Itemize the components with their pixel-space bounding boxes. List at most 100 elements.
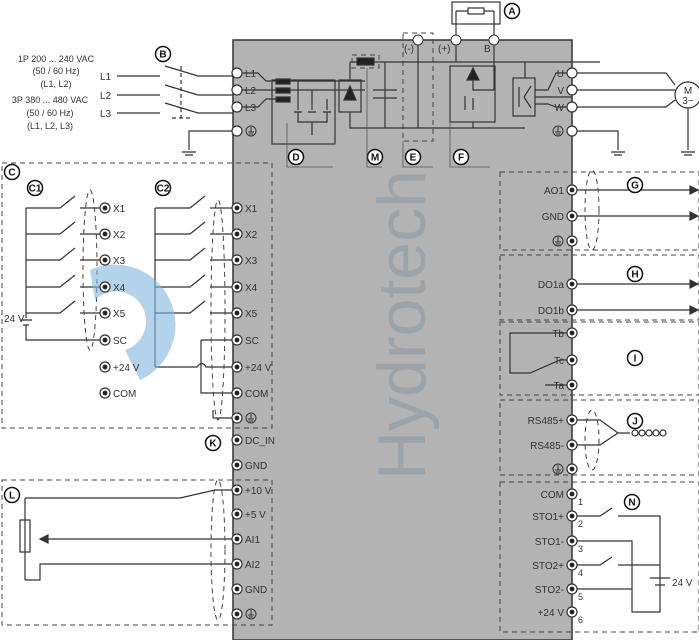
l-terminal-pe[interactable] [231, 608, 257, 620]
callout-badge-i: I [626, 349, 644, 367]
callout-badge-f: F [452, 148, 470, 166]
j-terminal-pe[interactable] [552, 463, 578, 475]
n-terminal-24v[interactable]: +24 V [538, 606, 578, 619]
svg-text:(L1, L2): (L1, L2) [40, 79, 71, 89]
g-terminal-pe[interactable] [552, 235, 578, 247]
c1-terminal-x2[interactable]: X2 [99, 228, 126, 241]
c2-terminal-pe[interactable] [231, 412, 257, 424]
j-terminal-rs485[interactable]: RS485+ [528, 414, 578, 427]
drive-body [232, 39, 573, 640]
motor-out-terminal-pe[interactable] [552, 125, 578, 137]
ground-icon [552, 463, 564, 475]
c1-terminal-24v[interactable]: +24 V [99, 361, 140, 374]
c2-terminal-sc[interactable]: SC [231, 334, 259, 347]
svg-text:E: E [410, 153, 417, 164]
c2-terminal-x3[interactable]: X3 [231, 254, 258, 267]
power-in-terminal-l1[interactable]: L1 [231, 67, 257, 80]
c2-terminal-24v[interactable]: +24 V [231, 361, 272, 374]
motor-out-terminal-w[interactable]: W [555, 101, 578, 114]
n-supply-label: 24 V [672, 578, 693, 589]
callout-leader [286, 123, 333, 168]
i-terminal-ta[interactable]: Ta [553, 379, 578, 392]
c2-terminal-x2[interactable]: X2 [231, 228, 258, 241]
c1-terminal-sc[interactable]: SC [99, 334, 127, 347]
k-terminal-gnd[interactable]: GND [231, 459, 267, 472]
callout-badge-k: K [204, 434, 222, 452]
terminal-label: U [557, 69, 564, 80]
l-terminal-5v[interactable]: +5 V [231, 508, 266, 521]
terminal-label: Ta [553, 381, 564, 392]
group-h-digital-outputs [499, 254, 699, 321]
terminal-label: AI2 [245, 560, 260, 571]
n-terminal-sto2[interactable]: STO2+ [532, 559, 578, 572]
power-in-terminal-l3[interactable]: L3 [231, 101, 257, 114]
dc-plus-terminal[interactable] [450, 34, 462, 46]
c1-supply-label: 24 V [4, 314, 25, 325]
l-terminal-ai1[interactable]: AI1 [231, 533, 260, 546]
callout-badge-j: J [626, 412, 644, 430]
terminal-label: W [555, 103, 565, 114]
terminal-label: COM [245, 389, 268, 400]
callout-leader [366, 68, 382, 168]
c1-terminal-x4[interactable]: X4 [99, 281, 126, 294]
terminal-label: COM [541, 490, 564, 501]
terminal-label: X5 [113, 309, 126, 320]
terminal-label: COM [113, 389, 136, 400]
i-terminal-tc[interactable]: Tc [554, 354, 578, 367]
terminal-label: AO1 [544, 186, 564, 197]
motor-out-terminal-v[interactable]: V [557, 84, 578, 97]
svg-text:1P 200 ... 240 VAC: 1P 200 ... 240 VAC [18, 54, 95, 64]
terminal-label: SC [113, 336, 127, 347]
g-terminal-ao1[interactable]: AO1 [544, 184, 578, 197]
n-terminal-sto1[interactable]: STO1+ [532, 510, 578, 523]
c2-terminal-x5[interactable]: X5 [231, 307, 258, 320]
c2-terminal-x1[interactable]: X1 [231, 202, 258, 215]
group-g-analog-output [499, 171, 699, 251]
dc-minus-terminal[interactable] [412, 34, 424, 46]
power-in-terminal-l2[interactable]: L2 [231, 84, 257, 97]
terminal-label: +24 V [113, 363, 140, 374]
c2-terminal-com[interactable]: COM [231, 387, 268, 400]
n-terminal-sto1[interactable]: STO1- [535, 535, 578, 548]
motor-phase: 3~ [682, 96, 694, 107]
motor-label: M [684, 86, 692, 97]
callout-badge-e: E [404, 148, 422, 166]
svg-text:C2: C2 [157, 184, 170, 195]
brake-terminal[interactable] [488, 34, 500, 46]
l-terminal-gnd[interactable]: GND [231, 583, 267, 596]
power-in-terminal-pe[interactable] [231, 125, 257, 137]
terminal-label: +10 V [245, 486, 272, 497]
c1-terminal-x3[interactable]: X3 [99, 254, 126, 267]
dc-plus-label: (+) [438, 44, 451, 55]
watermark: Hydrotech [90, 170, 440, 480]
i-terminal-tb[interactable]: Tb [552, 327, 578, 340]
l-terminal-10v[interactable]: +10 V [231, 484, 272, 497]
svg-text:A: A [508, 7, 515, 18]
callout-badge-h: H [626, 265, 644, 283]
ground-icon [245, 125, 257, 137]
callout-leader [402, 141, 433, 168]
n-terminal-sto2[interactable]: STO2- [535, 583, 578, 596]
callout-badge-c2: C2 [154, 179, 172, 197]
c1-terminal-x1[interactable]: X1 [99, 202, 126, 215]
svg-text:L2: L2 [100, 91, 112, 102]
svg-text:C: C [8, 168, 15, 179]
c1-terminal-com[interactable]: COM [99, 387, 136, 400]
motor-out-terminal-u[interactable]: U [557, 67, 578, 80]
terminal-label: AI1 [245, 535, 260, 546]
j-terminal-rs485[interactable]: RS485- [530, 439, 578, 452]
g-terminal-gnd[interactable]: GND [542, 210, 578, 223]
c1-terminal-x5[interactable]: X5 [99, 307, 126, 320]
callout-badge-n: N [623, 493, 641, 511]
h-terminal-do1a[interactable]: DO1a [538, 278, 578, 291]
c2-terminal-x4[interactable]: X4 [231, 281, 258, 294]
l-terminal-ai2[interactable]: AI2 [231, 558, 260, 571]
motor-connection [572, 72, 699, 156]
n-terminal-com[interactable]: COM [541, 488, 578, 501]
h-terminal-do1b[interactable]: DO1b [538, 304, 578, 317]
terminal-label: STO1+ [532, 512, 564, 523]
k-terminal-dcin[interactable]: DC_IN [231, 434, 275, 447]
terminal-label: GND [542, 212, 564, 223]
sto-pin-number: 3 [578, 544, 583, 554]
